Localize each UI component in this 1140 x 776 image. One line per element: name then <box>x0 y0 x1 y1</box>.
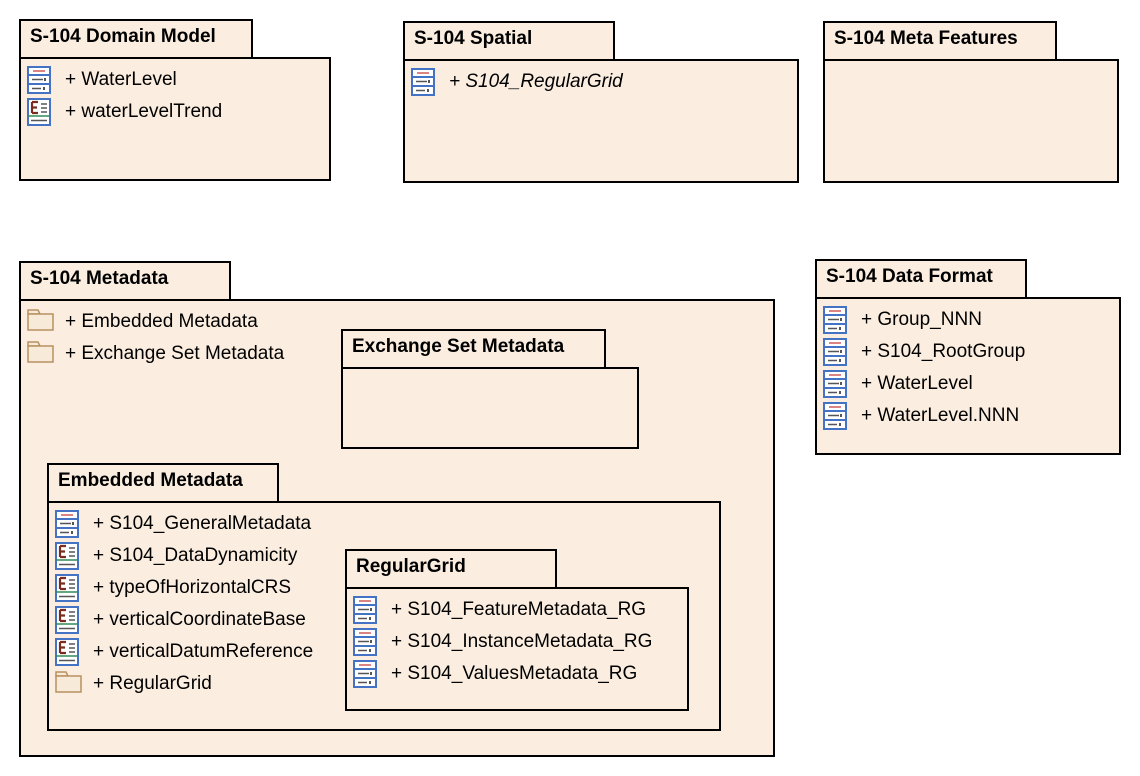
item-label: + verticalDatumReference <box>93 641 314 662</box>
package-body <box>19 57 331 181</box>
list-item[interactable]: + S104_ValuesMetadata_RG <box>353 659 637 689</box>
list-item[interactable]: + WaterLevel <box>27 65 177 95</box>
item-label: + typeOfHorizontalCRS <box>93 577 291 598</box>
package-body <box>341 367 639 449</box>
item-label: + S104_DataDynamicity <box>93 545 298 566</box>
package-body <box>345 587 689 711</box>
item-label: + Embedded Metadata <box>65 311 258 332</box>
package-tab: S-104 Data Format <box>815 259 1027 299</box>
list-item[interactable]: + Exchange Set Metadata <box>27 339 284 369</box>
list-item[interactable]: + typeOfHorizontalCRS <box>55 573 291 603</box>
list-item[interactable]: + Group_NNN <box>823 305 982 335</box>
class-icon <box>823 402 850 430</box>
list-item[interactable]: + S104_GeneralMetadata <box>55 509 311 539</box>
folder-icon <box>27 340 54 368</box>
package-body <box>815 297 1121 455</box>
item-label: + waterLevelTrend <box>65 101 223 122</box>
item-label: + RegularGrid <box>93 673 212 694</box>
enumeration-icon <box>55 606 82 634</box>
package-tab: S-104 Domain Model <box>19 19 253 59</box>
class-icon <box>353 660 380 688</box>
class-icon <box>353 596 380 624</box>
item-label: + Exchange Set Metadata <box>65 343 285 364</box>
list-item[interactable]: + RegularGrid <box>55 669 212 699</box>
package-tab: Exchange Set Metadata <box>341 329 606 369</box>
list-item[interactable]: + S104_RegularGrid <box>411 67 623 97</box>
enumeration-icon <box>55 638 82 666</box>
package-tab: Embedded Metadata <box>47 463 279 503</box>
list-item[interactable]: + Embedded Metadata <box>27 307 258 337</box>
list-item[interactable]: + WaterLevel.NNN <box>823 401 1019 431</box>
package-tab: S-104 Metadata <box>19 261 231 301</box>
package-body <box>403 59 799 183</box>
class-icon <box>823 370 850 398</box>
package-tab: S-104 Meta Features <box>823 21 1057 61</box>
item-label: + S104_FeatureMetadata_RG <box>391 599 647 620</box>
package-tab: S-104 Spatial <box>403 21 615 61</box>
list-item[interactable]: + S104_DataDynamicity <box>55 541 297 571</box>
folder-icon <box>27 308 54 336</box>
list-item[interactable]: + WaterLevel <box>823 369 973 399</box>
item-label: + WaterLevel.NNN <box>861 405 1020 426</box>
item-label: + Group_NNN <box>861 309 982 330</box>
item-label: + WaterLevel <box>65 69 177 90</box>
class-icon <box>823 338 850 366</box>
class-icon <box>353 628 380 656</box>
class-icon <box>823 306 850 334</box>
class-icon <box>411 68 438 96</box>
item-label: + S104_RegularGrid <box>449 71 623 92</box>
item-label: + S104_GeneralMetadata <box>93 513 312 534</box>
list-item[interactable]: + verticalDatumReference <box>55 637 313 667</box>
class-icon <box>27 66 54 94</box>
enumeration-icon <box>27 98 54 126</box>
list-item[interactable]: + S104_RootGroup <box>823 337 1025 367</box>
item-label: + S104_InstanceMetadata_RG <box>391 631 653 652</box>
list-item[interactable]: + waterLevelTrend <box>27 97 222 127</box>
enumeration-icon <box>55 542 82 570</box>
package-tab: RegularGrid <box>345 549 557 589</box>
package-body <box>823 59 1119 183</box>
item-label: + S104_RootGroup <box>861 341 1026 362</box>
list-item[interactable]: + S104_InstanceMetadata_RG <box>353 627 652 657</box>
enumeration-icon <box>55 574 82 602</box>
list-item[interactable]: + verticalCoordinateBase <box>55 605 306 635</box>
item-label: + WaterLevel <box>861 373 973 394</box>
folder-icon <box>55 670 82 698</box>
list-item[interactable]: + S104_FeatureMetadata_RG <box>353 595 646 625</box>
class-icon <box>55 510 82 538</box>
item-label: + S104_ValuesMetadata_RG <box>391 663 638 684</box>
item-label: + verticalCoordinateBase <box>93 609 306 630</box>
